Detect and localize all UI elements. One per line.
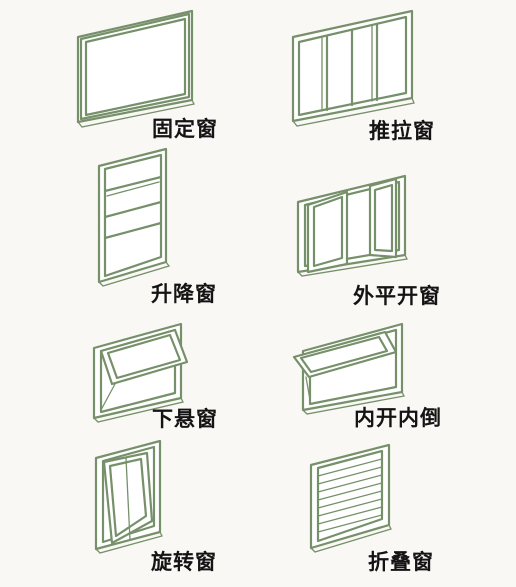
label-fixed-window: 固定窗 bbox=[152, 117, 218, 141]
label-louvre-window: 折叠窗 bbox=[368, 550, 434, 574]
label-sliding-window: 推拉窗 bbox=[369, 119, 435, 143]
label-tilt-turn-window: 内开内倒 bbox=[354, 406, 442, 430]
fixed-window-drawing bbox=[76, 9, 195, 128]
label-pivot-window: 旋转窗 bbox=[151, 550, 217, 574]
pivot-window-drawing bbox=[94, 439, 163, 554]
label-hopper-window: 下悬窗 bbox=[152, 407, 218, 431]
sliding-window-drawing bbox=[291, 9, 415, 127]
label-casement-window: 外平开窗 bbox=[353, 284, 441, 308]
casement-window-drawing bbox=[296, 174, 408, 277]
tilt-turn-window-drawing bbox=[292, 322, 405, 415]
hopper-window-drawing bbox=[92, 322, 189, 423]
label-sash-window: 升降窗 bbox=[151, 282, 217, 306]
louvre-window-drawing bbox=[309, 443, 392, 553]
sash-window-drawing bbox=[97, 147, 171, 287]
